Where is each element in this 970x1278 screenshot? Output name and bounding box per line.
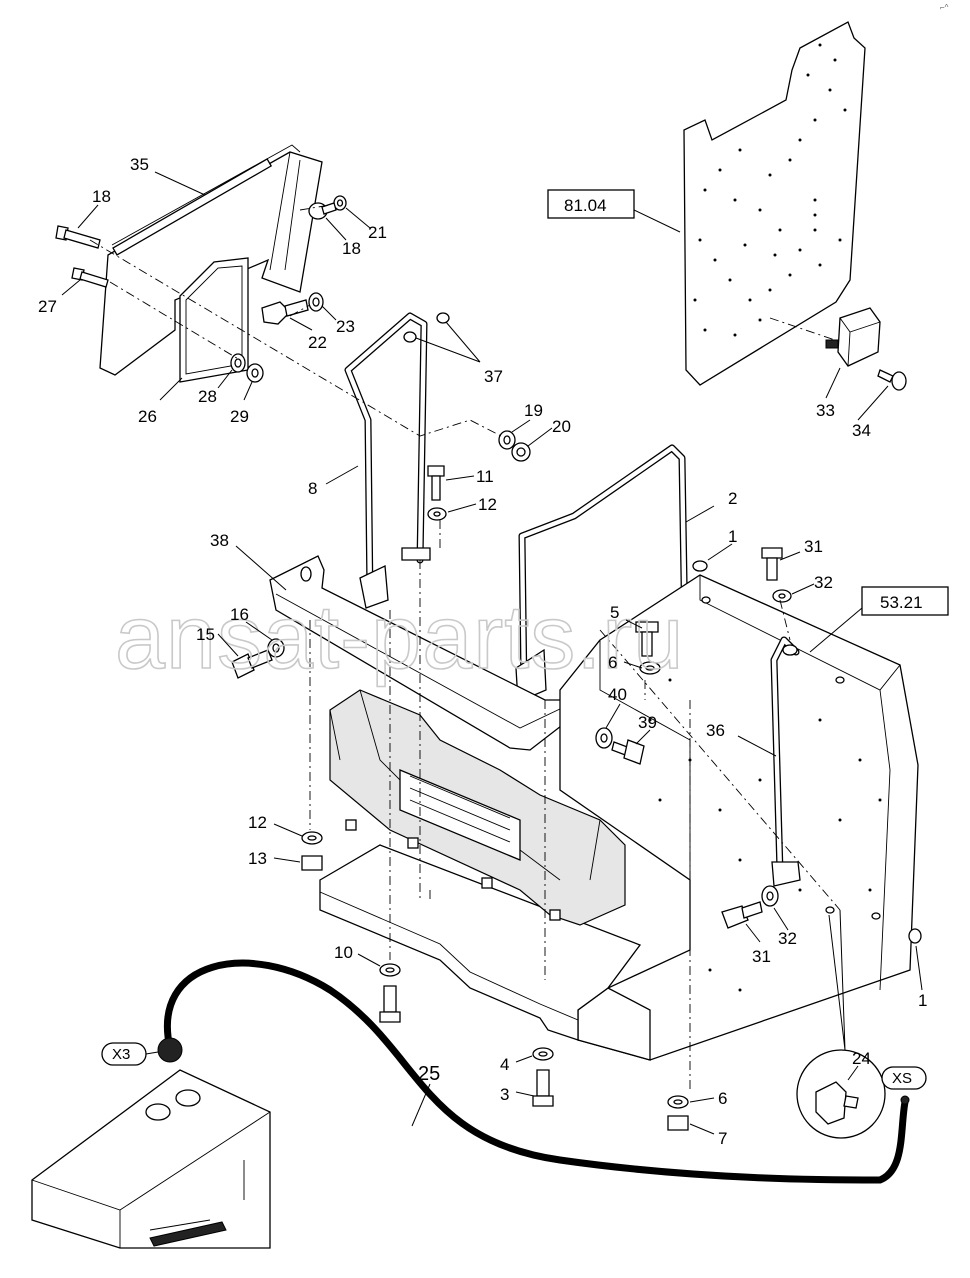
callout-26: 26 bbox=[138, 407, 157, 426]
console-housing bbox=[559, 574, 919, 1061]
callout-2: 2 bbox=[728, 489, 737, 508]
reference-box-b: 53.21 bbox=[809, 586, 949, 653]
callout-22: 22 bbox=[308, 333, 327, 352]
base-plate bbox=[319, 844, 642, 1041]
callout-40: 40 bbox=[608, 685, 627, 704]
callout-31b: 31 bbox=[752, 947, 771, 966]
watermark: ansat-parts.ru bbox=[115, 588, 684, 688]
callout-28: 28 bbox=[198, 387, 217, 406]
callout-32a: 32 bbox=[814, 573, 833, 592]
control-module bbox=[329, 689, 626, 926]
mounting-panel bbox=[99, 144, 323, 376]
reference-label-a: 81.04 bbox=[564, 196, 607, 215]
callout-25: 25 bbox=[418, 1063, 440, 1085]
callout-20: 20 bbox=[552, 417, 571, 436]
callout-24: 24 bbox=[852, 1049, 871, 1068]
callout-10: 10 bbox=[334, 943, 353, 962]
callout-38: 38 bbox=[210, 531, 229, 550]
callout-27: 27 bbox=[38, 297, 57, 316]
callout-15: 15 bbox=[196, 625, 215, 644]
fasteners-middle bbox=[231, 430, 922, 944]
cable-hose bbox=[157, 959, 910, 1184]
callout-6b: 6 bbox=[718, 1089, 727, 1108]
callout-7: 7 bbox=[718, 1129, 727, 1148]
callout-1b: 1 bbox=[918, 991, 927, 1010]
corner-mark: ⌐^ bbox=[940, 3, 949, 12]
callout-23: 23 bbox=[336, 317, 355, 336]
callout-29: 29 bbox=[230, 407, 249, 426]
callout-19: 19 bbox=[524, 401, 543, 420]
callout-35: 35 bbox=[130, 155, 149, 174]
washers-top-left bbox=[230, 195, 347, 383]
reference-box-a: 81.04 bbox=[547, 189, 681, 233]
circuit-board bbox=[683, 21, 866, 386]
handle-bar-left bbox=[344, 312, 450, 609]
callout-5: 5 bbox=[610, 603, 619, 622]
callout-6a: 6 bbox=[608, 653, 617, 672]
connector-detail-circle bbox=[796, 909, 886, 1139]
fasteners-bottom bbox=[379, 963, 689, 1131]
callout-37: 37 bbox=[484, 367, 503, 386]
callout-12b: 12 bbox=[248, 813, 267, 832]
callout-34: 34 bbox=[852, 421, 871, 440]
connector-tag-xs: XS bbox=[881, 1066, 927, 1090]
callouts: 35 18 27 26 28 29 21 18 22 23 37 19 20 8… bbox=[38, 155, 927, 1148]
cover-plate bbox=[179, 257, 249, 383]
bolts-top-left bbox=[55, 202, 337, 325]
callout-8: 8 bbox=[308, 479, 317, 498]
callout-36: 36 bbox=[706, 721, 725, 740]
side-handle bbox=[770, 636, 801, 887]
callout-3: 3 bbox=[500, 1085, 509, 1104]
callout-31a: 31 bbox=[804, 537, 823, 556]
callout-1a: 1 bbox=[728, 527, 737, 546]
alignment-lines bbox=[89, 204, 841, 1090]
callout-12a: 12 bbox=[478, 495, 497, 514]
callout-32b: 32 bbox=[778, 929, 797, 948]
callout-11: 11 bbox=[476, 467, 494, 486]
connector-label-x3: X3 bbox=[112, 1046, 130, 1063]
connector-tag-x3: X3 bbox=[101, 1042, 159, 1066]
relay-component bbox=[825, 307, 881, 367]
callout-13: 13 bbox=[248, 849, 267, 868]
callout-21: 21 bbox=[368, 223, 387, 242]
connector-label-xs: XS bbox=[892, 1070, 912, 1087]
callout-18a: 18 bbox=[92, 187, 111, 206]
screw bbox=[877, 369, 907, 391]
callout-18b: 18 bbox=[342, 239, 361, 258]
callout-4: 4 bbox=[500, 1055, 509, 1074]
callout-33: 33 bbox=[816, 401, 835, 420]
callout-39: 39 bbox=[638, 713, 657, 732]
reference-label-b: 53.21 bbox=[880, 593, 923, 612]
callout-16: 16 bbox=[230, 605, 249, 624]
control-unit-box bbox=[31, 1069, 271, 1249]
